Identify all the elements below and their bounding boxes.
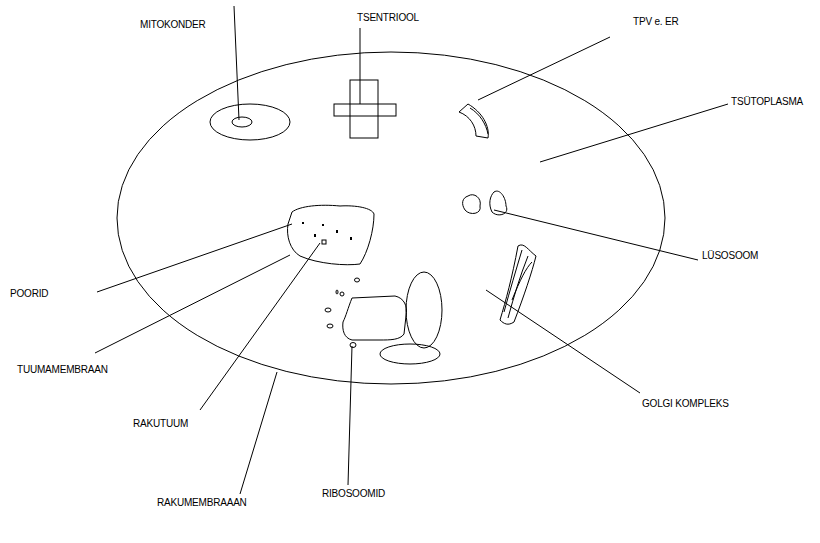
part-label: TPV e. ER bbox=[633, 16, 678, 28]
part-label: TSENTRIOOL bbox=[357, 12, 419, 24]
mitochondrion-inner bbox=[232, 117, 252, 127]
rough-er-fold bbox=[406, 272, 442, 348]
golgi-outer bbox=[500, 245, 536, 324]
rough-er-fold bbox=[380, 344, 440, 364]
mitochondrion bbox=[210, 104, 290, 140]
part-label: LÜSOSOOM bbox=[702, 250, 758, 262]
cell-outline bbox=[117, 52, 665, 384]
ribosomes bbox=[325, 278, 360, 348]
part-label: RIBOSOOMID bbox=[322, 488, 385, 500]
centriole-vertical bbox=[350, 80, 378, 138]
centriole-horizontal bbox=[334, 104, 396, 116]
nucleolus bbox=[322, 240, 326, 244]
part-label: POORID bbox=[10, 288, 48, 300]
er-shape bbox=[459, 104, 488, 138]
part-label: RAKUMEMBRAAAN bbox=[157, 497, 247, 509]
part-label: TSÜTOPLASMA bbox=[731, 96, 803, 108]
part-label: RAKUTUUM bbox=[133, 418, 188, 430]
part-label: MITOKONDER bbox=[140, 19, 206, 31]
leader-lines bbox=[95, 6, 728, 494]
nuclear-pores bbox=[302, 222, 352, 240]
nucleus bbox=[288, 205, 375, 264]
golgi-cisternae bbox=[504, 250, 532, 318]
lysosome bbox=[463, 195, 481, 214]
rough-er bbox=[343, 296, 407, 340]
er-line bbox=[470, 108, 488, 134]
part-label: GOLGI KOMPLEKS bbox=[642, 398, 729, 410]
part-label: TUUMAMEMBRAAN bbox=[17, 364, 108, 376]
